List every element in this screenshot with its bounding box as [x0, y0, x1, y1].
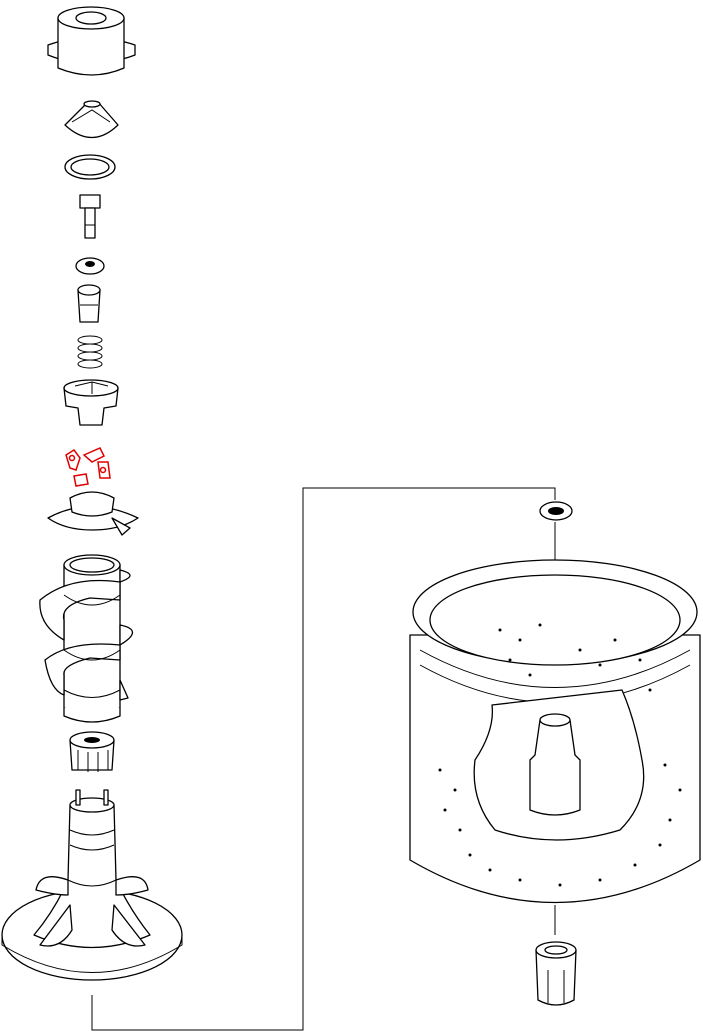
agitator-dog-clips[interactable] — [65, 447, 111, 487]
cone-cover[interactable] — [64, 100, 119, 138]
tub-drive-bushing[interactable] — [535, 941, 577, 1006]
coupling[interactable] — [63, 379, 119, 426]
drive-gear[interactable] — [69, 731, 115, 772]
tub-perforations — [438, 623, 682, 887]
cam-ring[interactable] — [47, 491, 139, 536]
o-ring[interactable] — [64, 154, 116, 180]
auger[interactable] — [39, 554, 134, 723]
tub-seal[interactable] — [539, 501, 573, 521]
agitator-cap[interactable] — [47, 6, 136, 76]
spring[interactable] — [77, 335, 103, 369]
bolt[interactable] — [79, 194, 101, 239]
agitator-base[interactable] — [1, 789, 183, 981]
washer[interactable] — [75, 257, 105, 275]
bushing[interactable] — [77, 284, 101, 323]
wash-tub[interactable] — [409, 559, 701, 904]
